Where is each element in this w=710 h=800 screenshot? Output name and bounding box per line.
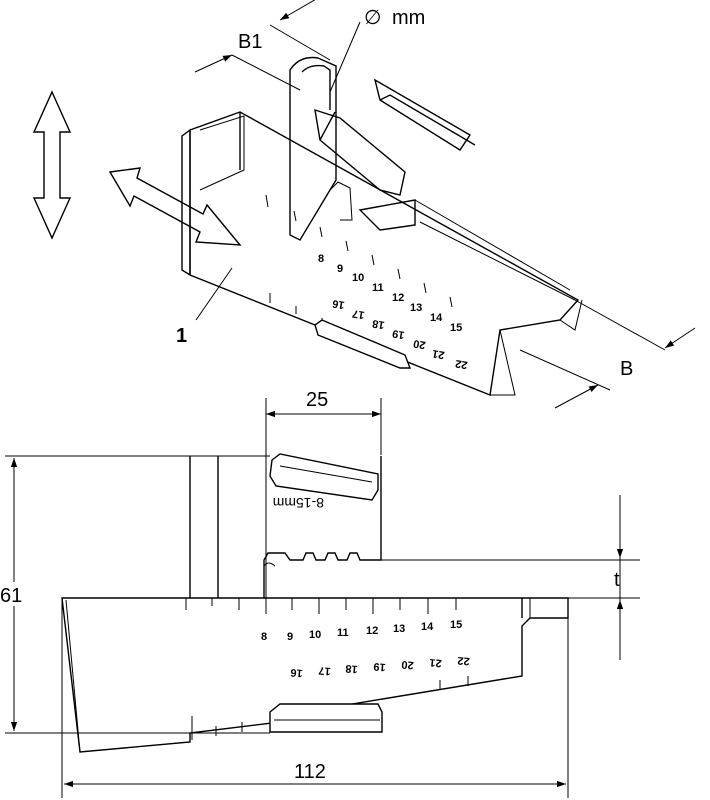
iso-scale-mark: 10	[352, 272, 364, 284]
front-scale-mark: 20	[401, 658, 414, 671]
iso-scale-mark: 8	[318, 253, 324, 265]
horizontal-motion-arrow-icon	[108, 167, 242, 246]
dimension-112: 112	[61, 598, 569, 798]
front-scale-mark: 17	[318, 664, 331, 677]
dimension-diameter: ∅ mm	[329, 7, 425, 93]
iso-scale-mark: 19	[391, 327, 405, 341]
front-scale-mark: 13	[393, 623, 405, 635]
iso-scale-mark: 15	[450, 322, 462, 334]
dimension-b1-label: B1	[238, 31, 262, 53]
front-scale-bottom-row: 16 17 18 19 20 21 22	[290, 654, 470, 679]
front-clip-housing: 8-15mm	[189, 453, 382, 598]
diameter-symbol-icon: ∅	[364, 7, 381, 29]
iso-scale-mark: 20	[412, 337, 426, 351]
iso-bottom-clip	[314, 319, 412, 369]
vertical-motion-arrow-icon	[32, 90, 72, 240]
part-number-label: 1	[176, 325, 187, 347]
dimension-b: B	[519, 299, 696, 409]
dimension-b-label: B	[620, 358, 633, 380]
iso-scale-mark: 17	[351, 307, 365, 321]
front-scale-top-row: 8 9 10 11 12 13 14 15	[261, 619, 462, 643]
front-scale-mark: 19	[373, 660, 386, 673]
dimension-25: 25	[265, 389, 382, 598]
isometric-view: 8 9 10 11 12 13 14 15 16 17 18 19 20 21 …	[32, 0, 696, 409]
front-scale-mark: 16	[290, 666, 303, 679]
dimension-t: t	[381, 495, 640, 660]
clip-size-label: 8-15mm	[273, 495, 324, 511]
front-scale-mark: 15	[450, 619, 462, 631]
dimension-25-label: 25	[306, 389, 328, 411]
front-scale-body	[61, 597, 569, 753]
iso-scale-mark: 12	[392, 292, 404, 304]
iso-scale-mark: 21	[431, 347, 445, 361]
iso-clip-riser	[289, 56, 576, 301]
iso-scale-bottom-row: 16 17 18 19 20 21 22	[331, 297, 468, 371]
front-scale-mark: 9	[287, 631, 293, 643]
front-scale-mark: 21	[429, 656, 442, 669]
diameter-unit-label: mm	[392, 7, 425, 29]
dimension-b1: B1	[194, 0, 331, 91]
iso-scale-top-row: 8 9 10 11 12 13 14 15	[318, 253, 462, 334]
iso-scale-body	[181, 111, 583, 396]
front-scale-mark: 14	[421, 621, 434, 633]
iso-scale-mark: 11	[372, 282, 384, 294]
front-scale-mark: 8	[261, 631, 267, 643]
iso-scale-mark: 13	[410, 302, 422, 314]
front-scale-mark: 12	[366, 625, 378, 637]
iso-scale-mark: 9	[337, 263, 343, 275]
front-view: 25 61 8-15mm	[0, 389, 640, 798]
front-scale-mark: 22	[457, 654, 470, 667]
iso-scale-mark: 16	[331, 297, 345, 311]
dimension-112-label: 112	[294, 761, 326, 783]
part-callout-1: 1	[176, 267, 233, 347]
dimension-61: 61	[0, 455, 270, 734]
iso-scale-mark: 22	[454, 357, 468, 371]
iso-scale-mark: 18	[371, 317, 385, 331]
front-scale-mark: 18	[345, 662, 358, 675]
dimension-t-label: t	[614, 569, 620, 591]
front-scale-mark: 10	[309, 629, 321, 641]
front-scale-mark: 11	[337, 627, 349, 639]
dimension-61-label: 61	[0, 585, 22, 607]
iso-scale-mark: 14	[430, 312, 443, 324]
